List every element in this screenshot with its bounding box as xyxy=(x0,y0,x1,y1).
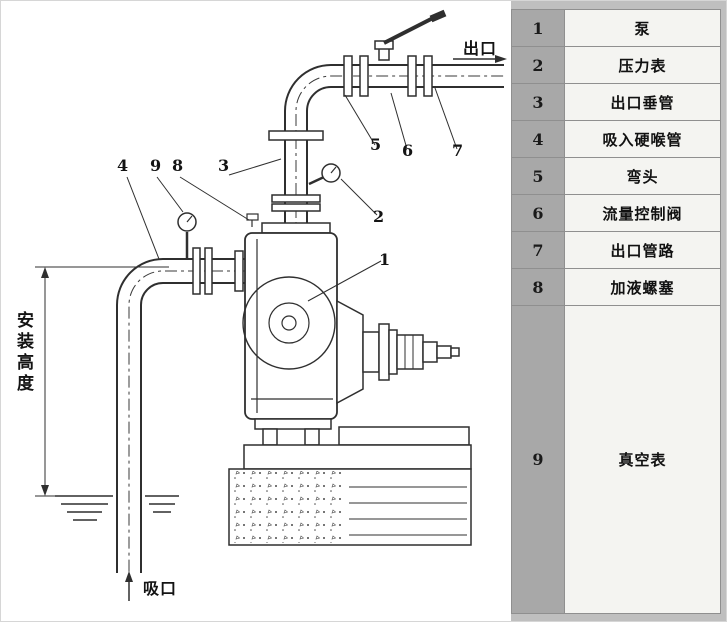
outlet-vertical-flanges xyxy=(268,130,324,212)
suction-pipe xyxy=(116,258,246,601)
part-number: 8 xyxy=(511,268,565,306)
pump-body xyxy=(242,213,338,420)
part-number: 5 xyxy=(511,157,565,195)
callout-4: 4 xyxy=(117,156,129,175)
legend-row-2: 2 压力表 xyxy=(511,46,721,84)
callout-3: 3 xyxy=(218,156,230,175)
callout-6: 6 xyxy=(402,141,414,160)
legend-row-4: 4 吸入硬喉管 xyxy=(511,120,721,158)
foundation xyxy=(228,468,472,546)
suction-label: 吸口 xyxy=(143,579,178,598)
part-number: 4 xyxy=(511,120,565,158)
part-number: 2 xyxy=(511,46,565,84)
part-label: 压力表 xyxy=(564,46,721,84)
bearing-shaft-assembly xyxy=(336,299,460,405)
legend-row-3: 3 出口垂管 xyxy=(511,83,721,121)
flow-control-valve xyxy=(374,9,447,61)
legend-row-1: 1 泵 xyxy=(511,9,721,47)
legend-row-8: 8 加液螺塞 xyxy=(511,268,721,306)
part-number: 1 xyxy=(511,9,565,47)
pump-diagram-lineart xyxy=(35,9,507,601)
part-number: 7 xyxy=(511,231,565,269)
callout-2: 2 xyxy=(373,207,385,226)
pump-installation-diagram: 出口 吸口 安装高度 4 9 8 3 5 6 7 2 1 xyxy=(1,1,511,621)
vacuum-gauge xyxy=(177,212,197,259)
part-number: 9 xyxy=(511,305,565,614)
callout-9: 9 xyxy=(150,156,162,175)
legend-row-7: 7 出口管路 xyxy=(511,231,721,269)
part-label: 出口管路 xyxy=(564,231,721,269)
outlet-label: 出口 xyxy=(463,39,498,58)
part-label: 加液螺塞 xyxy=(564,268,721,306)
pump-base xyxy=(243,418,472,470)
part-label: 泵 xyxy=(564,9,721,47)
part-label: 流量控制阀 xyxy=(564,194,721,232)
pressure-gauge xyxy=(308,163,341,186)
parts-legend: 1 泵 2 压力表 3 出口垂管 4 吸入硬喉管 5 弯头 6 流量控制阀 7 … xyxy=(511,1,726,621)
outlet-pipe xyxy=(284,64,507,241)
suction-arrow xyxy=(125,571,133,601)
install-height-label: 安装高度 xyxy=(13,311,33,395)
part-label: 真空表 xyxy=(564,305,721,614)
callout-1: 1 xyxy=(379,250,391,269)
legend-row-5: 5 弯头 xyxy=(511,157,721,195)
part-label: 吸入硬喉管 xyxy=(564,120,721,158)
legend-row-6: 6 流量控制阀 xyxy=(511,194,721,232)
outlet-horizontal-flanges xyxy=(343,55,433,97)
part-number: 3 xyxy=(511,83,565,121)
suction-flanges xyxy=(192,247,244,295)
outlet-arrow xyxy=(453,55,507,63)
install-height-dimension xyxy=(35,266,169,497)
callout-7: 7 xyxy=(452,141,464,160)
legend-row-9: 9 真空表 xyxy=(511,305,721,614)
part-label: 弯头 xyxy=(564,157,721,195)
part-label: 出口垂管 xyxy=(564,83,721,121)
callout-leaders xyxy=(126,87,458,302)
callout-5: 5 xyxy=(370,135,382,154)
part-number: 6 xyxy=(511,194,565,232)
callout-8: 8 xyxy=(172,156,184,175)
